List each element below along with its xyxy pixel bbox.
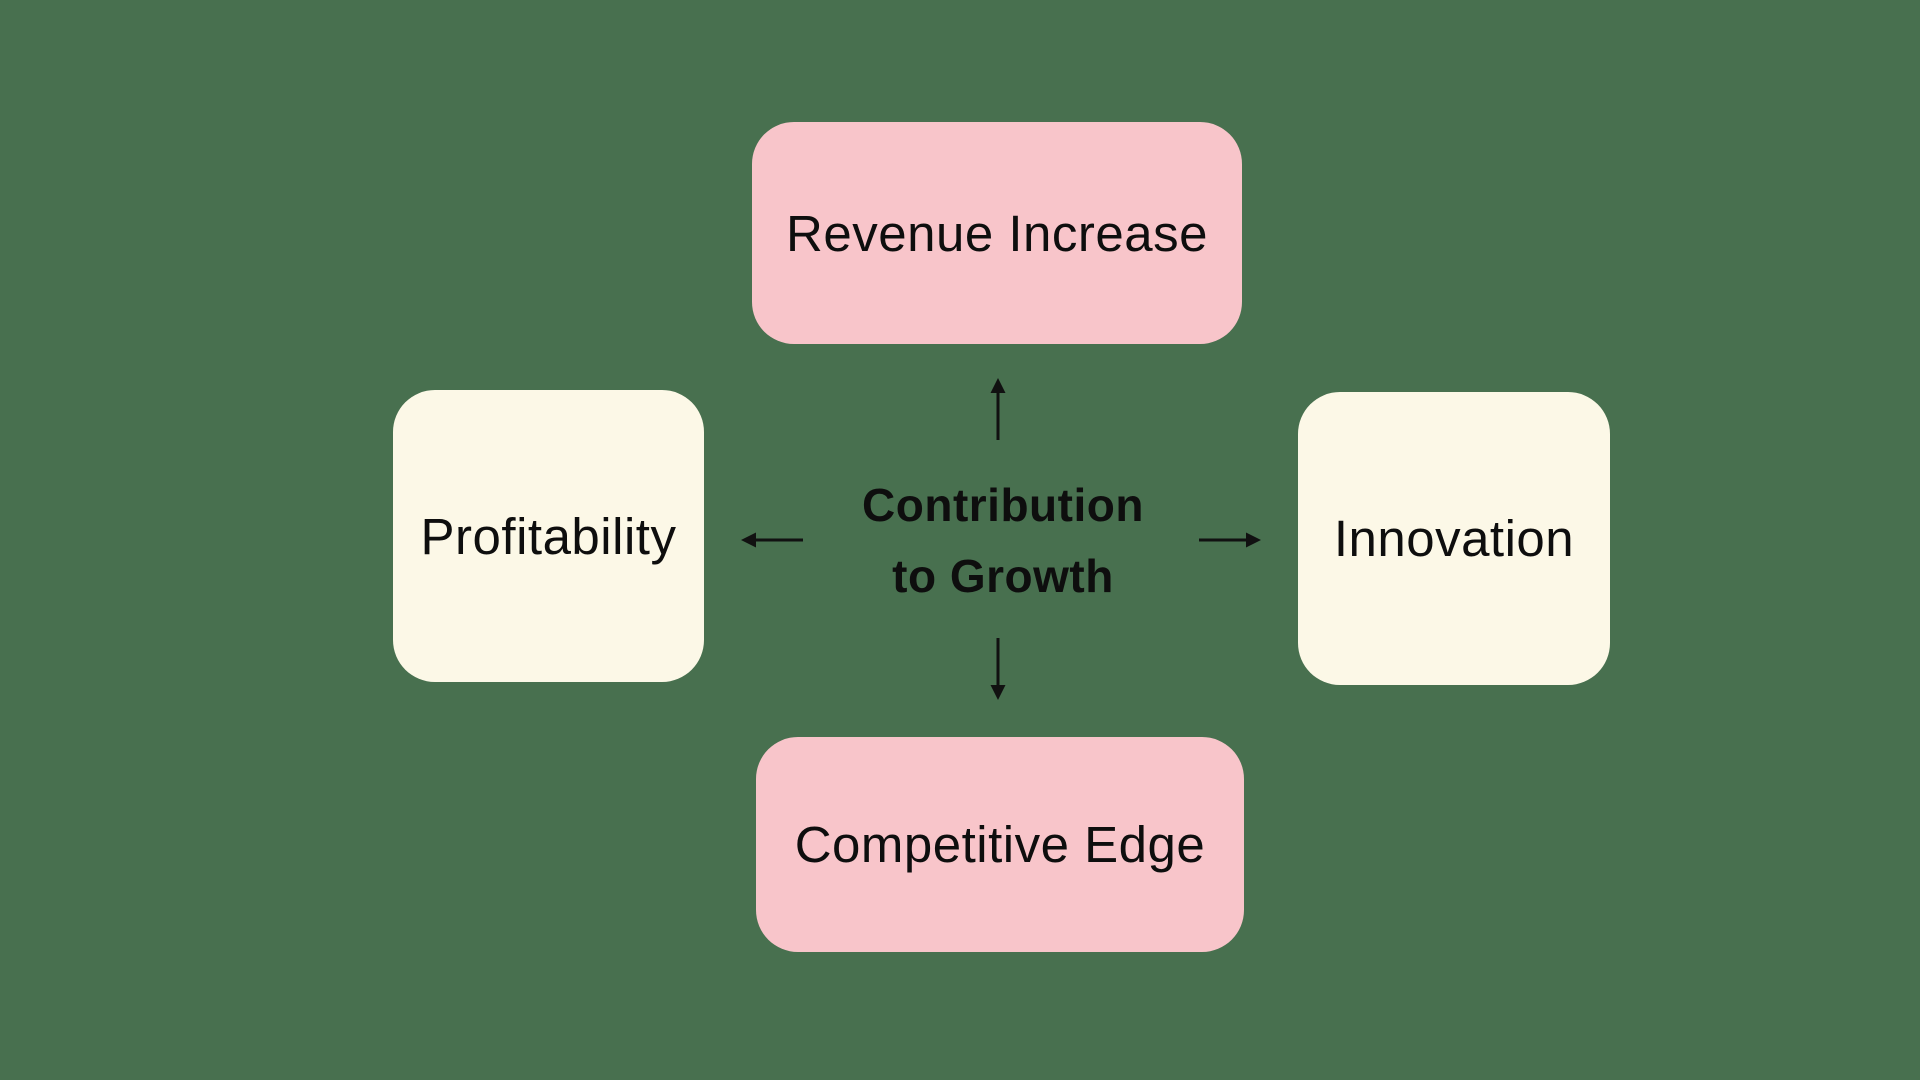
node-profitability-label: Profitability <box>420 507 677 565</box>
node-innovation: Innovation <box>1298 392 1610 685</box>
node-profitability: Profitability <box>393 390 704 682</box>
center-title-line1: Contribution <box>862 478 1144 531</box>
node-revenue-increase-label: Revenue Increase <box>786 204 1208 262</box>
center-title: Contribution to Growth <box>753 468 1253 613</box>
center-title-line2: to Growth <box>892 549 1114 602</box>
node-revenue-increase: Revenue Increase <box>752 122 1242 344</box>
node-innovation-label: Innovation <box>1333 510 1575 567</box>
node-competitive-edge: Competitive Edge <box>756 737 1244 952</box>
node-competitive-edge-label: Competitive Edge <box>794 816 1206 873</box>
